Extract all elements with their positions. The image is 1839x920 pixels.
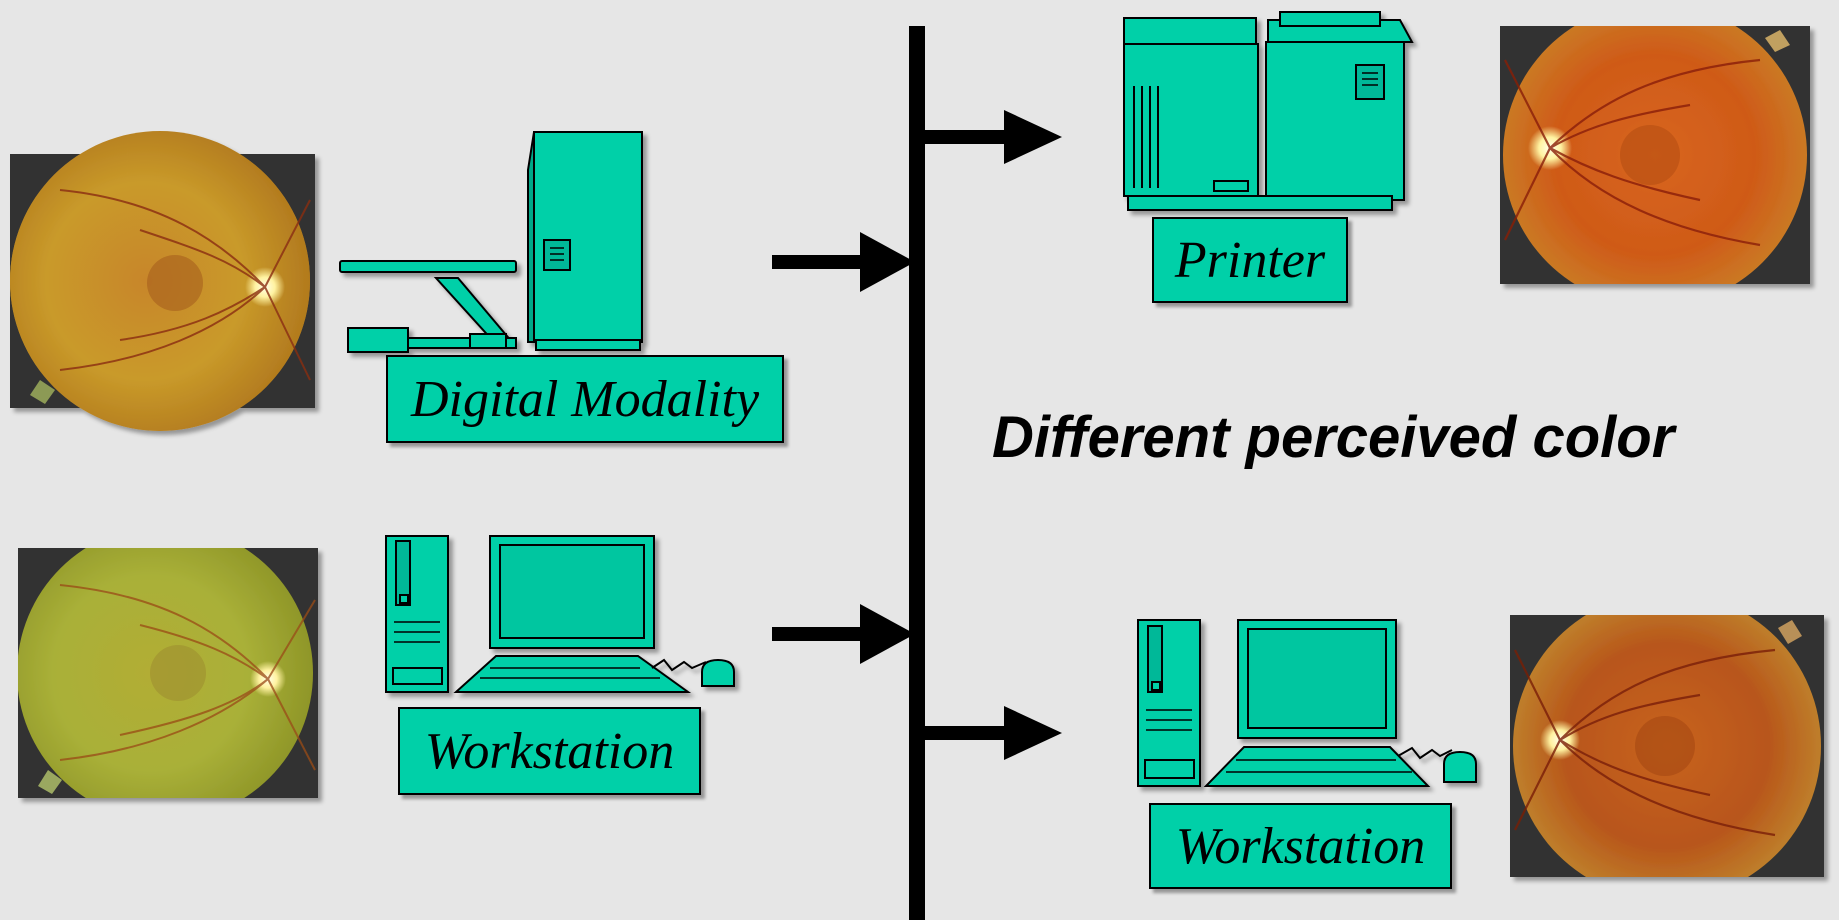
workstation-right-label: Workstation [1149,803,1452,889]
workstation-left-device [385,535,735,693]
arrow-modality-to-bus [772,232,915,292]
retina-image-modality [10,131,315,431]
digital-modality-device [339,131,643,353]
arrow-workstation-to-bus [772,604,915,664]
arrow-bus-to-workstation [917,706,1062,760]
retina-image-workstation-left [18,548,318,798]
network-bus [909,26,925,920]
workstation-left-label: Workstation [398,707,701,795]
digital-modality-label: Digital Modality [386,355,784,443]
arrow-bus-to-printer [917,110,1062,164]
workstation-right-device [1137,619,1477,787]
printer-label: Printer [1152,217,1348,303]
retina-image-workstation-right [1510,615,1824,877]
headline-text: Different perceived color [992,405,1675,470]
retina-image-printer [1500,26,1810,284]
printer-device [1123,11,1414,211]
